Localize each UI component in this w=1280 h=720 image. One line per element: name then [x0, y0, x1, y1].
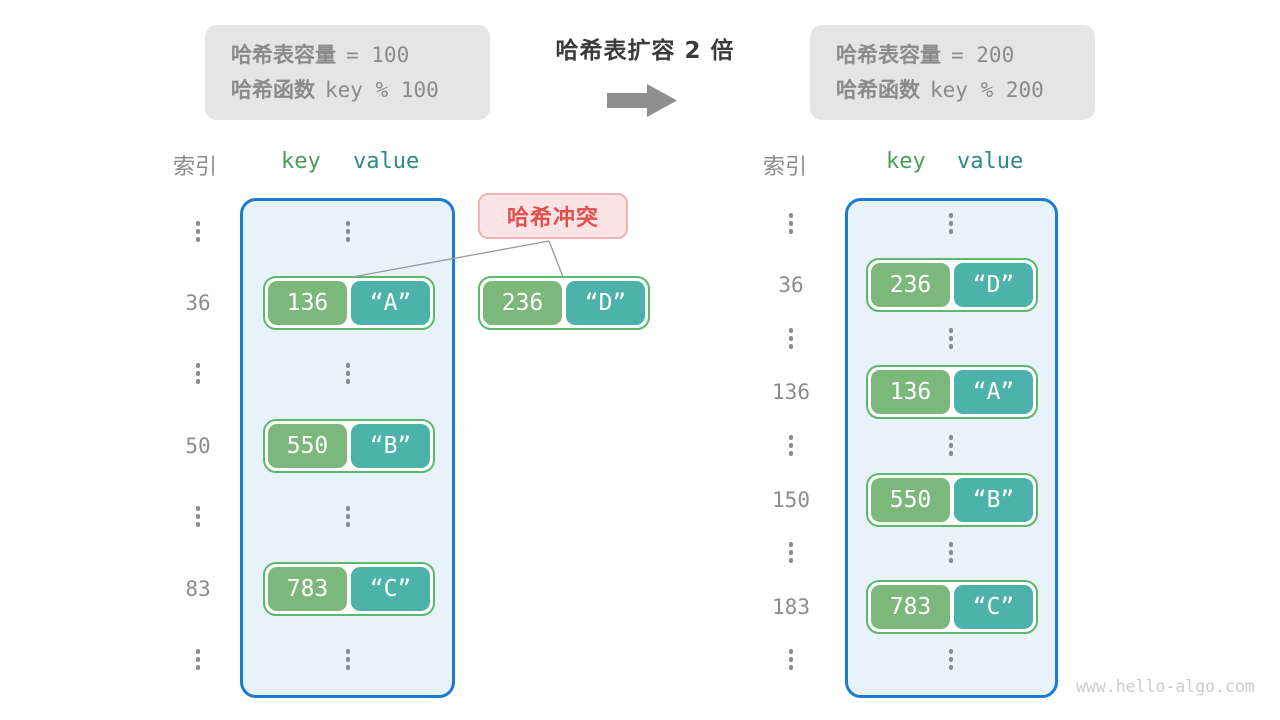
kv-pair-550-B: 550 “B”	[866, 473, 1038, 527]
vertical-ellipsis-icon	[191, 221, 205, 242]
hash-collision-callout: 哈希冲突	[478, 193, 628, 239]
capacity-code: = 200	[951, 43, 1015, 67]
key-box: 783	[871, 585, 950, 629]
hash-function-label: 哈希函数	[231, 78, 315, 102]
vertical-ellipsis-icon	[944, 328, 958, 349]
vertical-ellipsis-icon	[191, 363, 205, 384]
capacity-line: 哈希表容量 = 100	[231, 38, 490, 73]
vertical-ellipsis-icon	[784, 328, 798, 349]
kv-pair-236-D-floating: 236 “D”	[478, 276, 650, 330]
kv-pair-136-A: 136 “A”	[866, 365, 1038, 419]
value-box: “D”	[954, 263, 1033, 307]
value-box: “B”	[954, 478, 1033, 522]
hash-function-code: key % 100	[325, 78, 439, 102]
hash-function-line: 哈希函数 key % 100	[231, 73, 490, 108]
vertical-ellipsis-icon	[341, 506, 355, 527]
value-box: “C”	[351, 567, 430, 611]
vertical-ellipsis-icon	[944, 649, 958, 670]
info-box-capacity-200: 哈希表容量 = 200 哈希函数 key % 200	[810, 25, 1095, 120]
vertical-ellipsis-icon	[944, 542, 958, 563]
vertical-ellipsis-icon	[191, 649, 205, 670]
value-box: “A”	[954, 370, 1033, 414]
expand-arrow-icon	[607, 84, 677, 117]
value-box: “A”	[351, 281, 430, 325]
key-box: 236	[483, 281, 562, 325]
kv-pair-236-D: 236 “D”	[866, 258, 1038, 312]
left-index-50: 50	[185, 434, 211, 458]
hash-function-code: key % 200	[930, 78, 1044, 102]
kv-pair-550-B: 550 “B”	[263, 419, 435, 473]
right-index-header: 索引	[763, 155, 808, 180]
right-index-183: 183	[772, 595, 810, 619]
hash-function-label: 哈希函数	[836, 78, 920, 102]
left-index-36: 36	[185, 291, 211, 315]
vertical-ellipsis-icon	[341, 363, 355, 384]
vertical-ellipsis-icon	[784, 213, 798, 234]
key-box: 136	[871, 370, 950, 414]
key-box: 236	[871, 263, 950, 307]
vertical-ellipsis-icon	[944, 213, 958, 234]
key-box: 136	[268, 281, 347, 325]
vertical-ellipsis-icon	[784, 542, 798, 563]
vertical-ellipsis-icon	[944, 435, 958, 456]
right-key-header: key	[886, 149, 926, 174]
right-value-header: value	[957, 149, 1024, 174]
capacity-label: 哈希表容量	[836, 43, 941, 67]
capacity-code: = 100	[346, 43, 410, 67]
hash-function-line: 哈希函数 key % 200	[836, 73, 1095, 108]
left-key-header: key	[281, 149, 321, 174]
left-value-header: value	[353, 149, 420, 174]
right-index-150: 150	[772, 488, 810, 512]
expand-title: 哈希表扩容 2 倍	[555, 38, 735, 64]
right-index-36: 36	[778, 273, 804, 297]
kv-pair-783-C: 783 “C”	[263, 562, 435, 616]
watermark: www.hello-algo.com	[1076, 677, 1255, 696]
key-box: 550	[871, 478, 950, 522]
kv-pair-136-A: 136 “A”	[263, 276, 435, 330]
vertical-ellipsis-icon	[191, 506, 205, 527]
capacity-line: 哈希表容量 = 200	[836, 38, 1095, 73]
capacity-label: 哈希表容量	[231, 43, 336, 67]
right-index-136: 136	[772, 380, 810, 404]
left-index-83: 83	[185, 577, 211, 601]
key-box: 550	[268, 424, 347, 468]
vertical-ellipsis-icon	[784, 435, 798, 456]
vertical-ellipsis-icon	[341, 221, 355, 242]
value-box: “D”	[566, 281, 645, 325]
info-box-capacity-100: 哈希表容量 = 100 哈希函数 key % 100	[205, 25, 490, 120]
value-box: “B”	[351, 424, 430, 468]
left-index-header: 索引	[173, 155, 218, 180]
kv-pair-783-C: 783 “C”	[866, 580, 1038, 634]
vertical-ellipsis-icon	[341, 649, 355, 670]
vertical-ellipsis-icon	[784, 649, 798, 670]
value-box: “C”	[954, 585, 1033, 629]
key-box: 783	[268, 567, 347, 611]
